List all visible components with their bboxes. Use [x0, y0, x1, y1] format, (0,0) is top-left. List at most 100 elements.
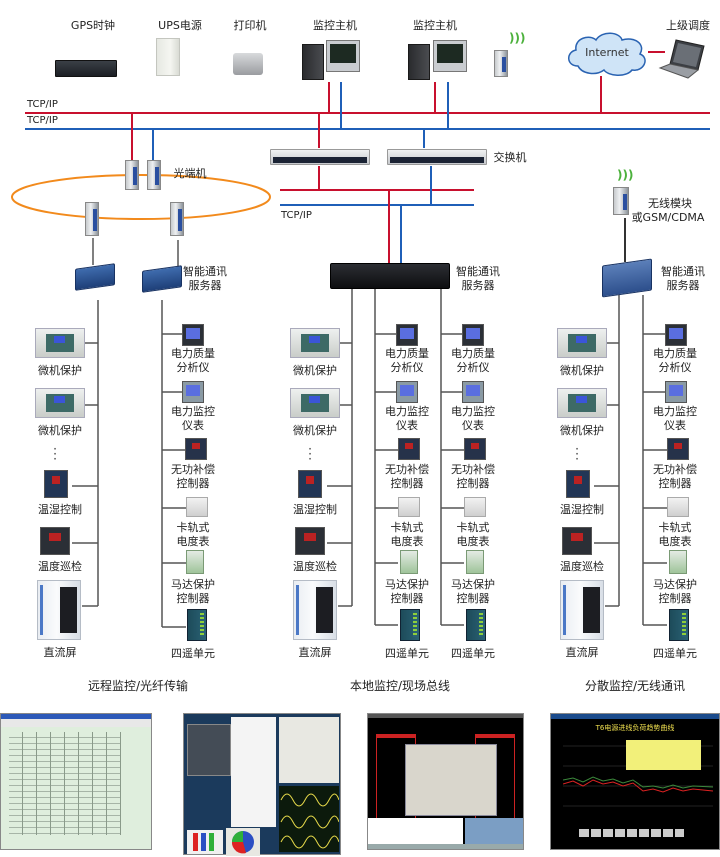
- device-label: 电力质量: [653, 347, 697, 360]
- device-label: 直流屏: [298, 646, 332, 659]
- tcpip-label-3: TCP/IP: [281, 210, 312, 221]
- microprocessor-protection-device: [557, 328, 607, 358]
- device-label: 电度表: [390, 535, 424, 548]
- optical-terminal-3: [85, 202, 99, 236]
- temperature-inspection-device: [40, 527, 70, 555]
- dc-panel-cabinet: [37, 580, 81, 640]
- microprocessor-protection-device: [35, 328, 85, 358]
- reactive-compensation-controller: [185, 438, 207, 460]
- microprocessor-protection-device: [35, 388, 85, 418]
- temp-humidity-controller: [44, 470, 68, 498]
- printer-label: 打印机: [233, 19, 267, 32]
- device-label: 分析仪: [390, 361, 424, 374]
- comm-server-left-label-1: 智能通讯: [183, 265, 227, 278]
- device-label: 微机保护: [293, 424, 337, 437]
- device-label: 温度巡检: [560, 560, 604, 573]
- four-remote-unit: [669, 609, 689, 641]
- ups-label: UPS电源: [158, 19, 202, 32]
- printer-device: [233, 53, 263, 75]
- microprocessor-protection-device: [557, 388, 607, 418]
- device-label: 控制器: [390, 592, 424, 605]
- switch-label: 交换机: [493, 151, 527, 164]
- device-label: 电力质量: [171, 347, 215, 360]
- device-label: 控制器: [456, 592, 490, 605]
- device-label: 无功补偿: [653, 463, 697, 476]
- screenshot-load-trend-curve: T6电源进线负荷趋势曲线: [550, 713, 720, 850]
- comm-server-left-label-2: 服务器: [188, 279, 222, 292]
- device-label: 电力监控: [653, 405, 697, 418]
- monitor-host-1-label: 监控主机: [313, 19, 357, 32]
- monitor-host-2-label: 监控主机: [413, 19, 457, 32]
- waveform-chart: [280, 793, 339, 849]
- power-quality-analyzer: [396, 324, 418, 346]
- monitor-host-1-tower: [302, 44, 324, 80]
- device-label: 电力监控: [451, 405, 495, 418]
- switch-2: [387, 149, 487, 165]
- device-label: 控制器: [456, 477, 490, 490]
- device-label: 马达保护: [171, 578, 215, 591]
- four-remote-unit: [187, 609, 207, 641]
- device-label: 电度表: [176, 535, 210, 548]
- device-label: 四遥单元: [653, 647, 697, 660]
- temp-humidity-controller: [566, 470, 590, 498]
- device-label: 控制器: [390, 477, 424, 490]
- internet-cloud-icon: [568, 32, 646, 76]
- screenshot-single-line-diagram: [367, 713, 524, 850]
- device-label: 控制器: [176, 592, 210, 605]
- wireless-module-device: [613, 187, 629, 215]
- device-label: 卡轨式: [658, 521, 692, 534]
- power-monitor-meter: [462, 381, 484, 403]
- switch-1: [270, 149, 370, 165]
- device-label: 仪表: [664, 419, 686, 432]
- four-remote-unit: [466, 609, 486, 641]
- device-label: 无功补偿: [385, 463, 429, 476]
- device-label: 控制器: [658, 477, 692, 490]
- device-label: 马达保护: [451, 578, 495, 591]
- microprocessor-protection-device: [290, 328, 340, 358]
- device-label: 分析仪: [176, 361, 210, 374]
- motor-protection-controller: [669, 550, 687, 574]
- device-label: 分析仪: [658, 361, 692, 374]
- laptop-icon: [658, 39, 705, 79]
- device-label: 电度表: [456, 535, 490, 548]
- wireless-signal-icon: ))): [509, 31, 526, 45]
- reactive-compensation-controller: [464, 438, 486, 460]
- reactive-compensation-controller: [667, 438, 689, 460]
- device-label: 马达保护: [385, 578, 429, 591]
- din-rail-energy-meter: [186, 497, 208, 517]
- power-quality-analyzer: [462, 324, 484, 346]
- comm-server-right-label-1: 智能通讯: [661, 265, 705, 278]
- device-label: 控制器: [658, 592, 692, 605]
- device-label: 电度表: [658, 535, 692, 548]
- power-quality-analyzer: [665, 324, 687, 346]
- gps-clock-label: GPS时钟: [70, 19, 116, 32]
- comm-server-middle: [330, 263, 450, 289]
- temperature-inspection-device: [562, 527, 592, 555]
- device-label: 无功补偿: [451, 463, 495, 476]
- device-label: 卡轨式: [390, 521, 424, 534]
- device-label: 直流屏: [565, 646, 599, 659]
- power-quality-analyzer: [182, 324, 204, 346]
- four-remote-unit: [400, 609, 420, 641]
- reactive-compensation-controller: [398, 438, 420, 460]
- trend-chart-title: T6电源进线负荷趋势曲线: [595, 724, 675, 732]
- device-label: 直流屏: [43, 646, 77, 659]
- device-label: 分析仪: [456, 361, 490, 374]
- dc-panel-cabinet: [293, 580, 337, 640]
- device-label: 电力监控: [171, 405, 215, 418]
- optical-terminal-label: 光端机: [173, 167, 207, 180]
- section-caption-middle: 本地监控/现场总线: [350, 679, 451, 693]
- internet-label: Internet: [585, 46, 629, 59]
- optical-terminal-1: [125, 160, 139, 190]
- temperature-inspection-device: [295, 527, 325, 555]
- device-label: 仪表: [396, 419, 418, 432]
- ups-device: [156, 38, 180, 76]
- microprocessor-protection-device: [290, 388, 340, 418]
- dc-panel-cabinet: [560, 580, 604, 640]
- upper-dispatch-label: 上级调度: [666, 19, 710, 32]
- temp-humidity-controller: [298, 470, 322, 498]
- wireless-gateway-device: [494, 50, 508, 77]
- din-rail-energy-meter: [464, 497, 486, 517]
- monitor-host-2-screen: [433, 40, 467, 72]
